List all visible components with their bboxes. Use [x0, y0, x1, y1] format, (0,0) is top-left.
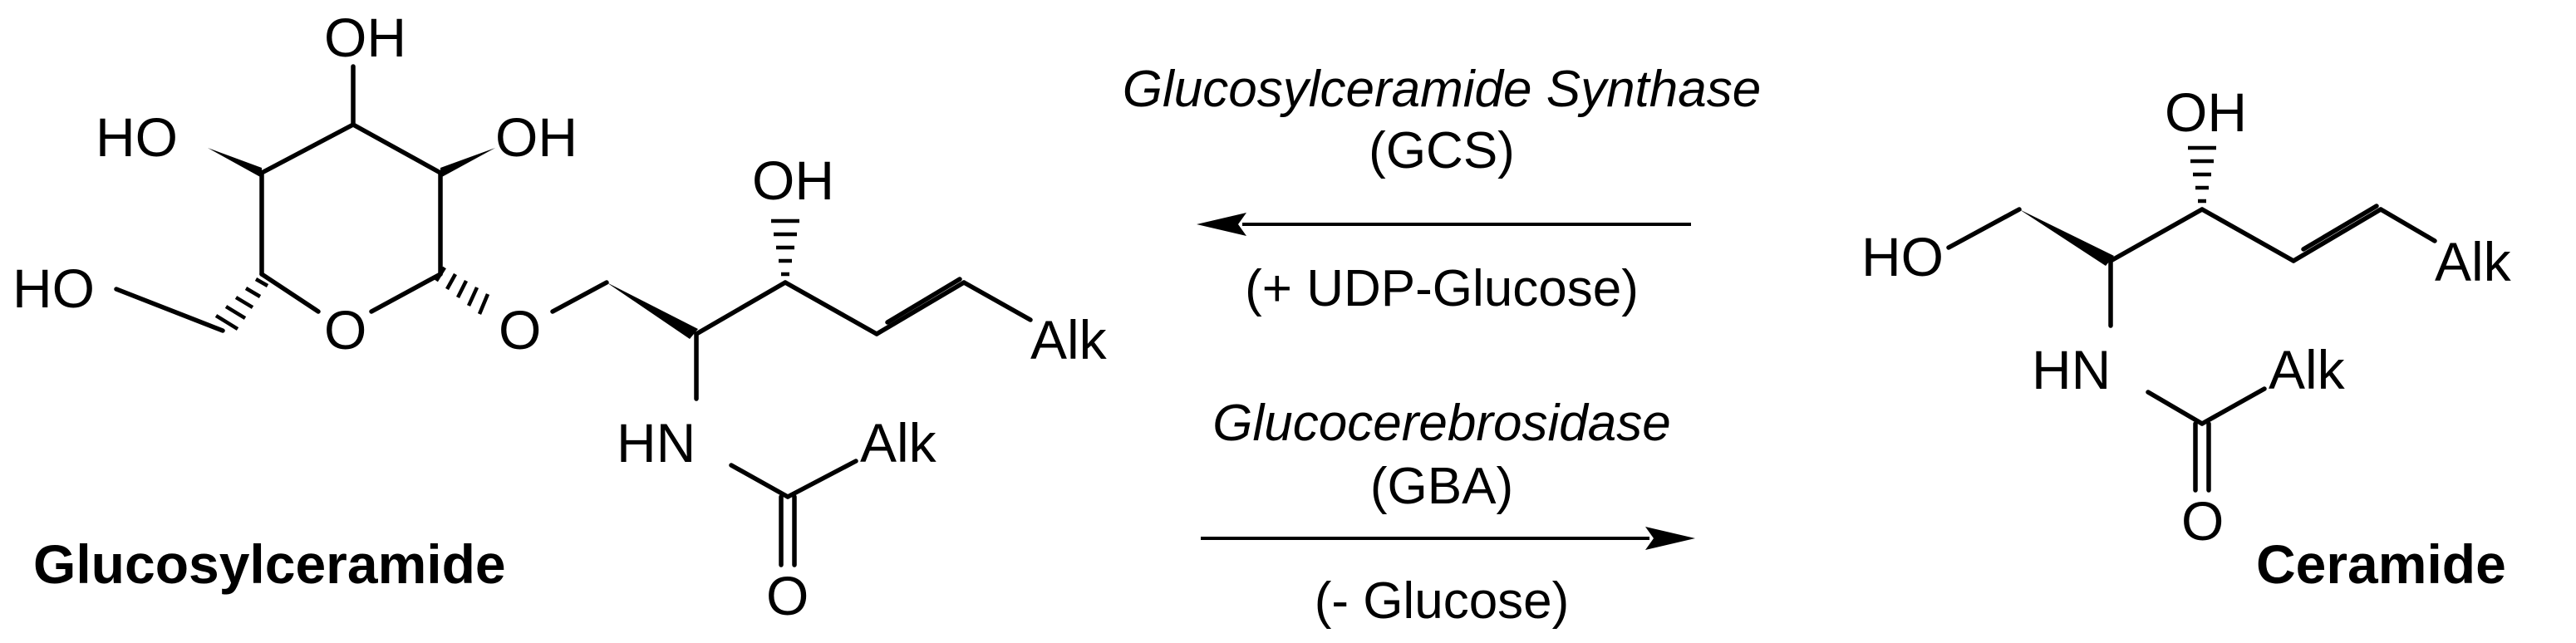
atom-o: O	[766, 565, 809, 626]
atom-hn: HN	[2032, 339, 2111, 400]
ceramide-label: Ceramide	[2256, 533, 2506, 595]
atom-ho: HO	[1861, 226, 1944, 287]
hashed-bond	[214, 277, 269, 331]
atom-oh: OH	[2165, 81, 2247, 143]
hashed-bond	[435, 266, 490, 315]
forward-arrowhead	[1197, 213, 1246, 236]
atom-alk: Alk	[860, 412, 937, 474]
atom-oh: OH	[752, 150, 834, 211]
gcs-abbreviation: (GCS)	[1369, 122, 1515, 179]
reverse-arrowhead	[1645, 527, 1695, 550]
atom-oh: OH	[495, 106, 578, 168]
atom-oh: OH	[324, 7, 406, 68]
gba-cofactor: (- Glucose)	[1315, 572, 1570, 630]
atom-alk: Alk	[2269, 339, 2346, 400]
reverse-arrow-group: Glucocerebrosidase (GBA) (- Glucose)	[1201, 395, 1695, 630]
gba-abbreviation: (GBA)	[1370, 458, 1513, 515]
forward-arrow-group: Glucosylceramide Synthase (GCS) (+ UDP-G…	[1123, 61, 1761, 317]
atom-hn: HN	[617, 412, 696, 474]
gcs-cofactor: (+ UDP-Glucose)	[1245, 260, 1639, 317]
gcs-enzyme-name: Glucosylceramide Synthase	[1123, 61, 1761, 118]
atom-alk: Alk	[2435, 231, 2512, 292]
atom-alk: Alk	[1030, 309, 1108, 371]
hashed-bond	[771, 218, 799, 277]
atom-o: O	[324, 299, 366, 361]
atom-ho: HO	[96, 106, 178, 168]
gba-enzyme-name: Glucocerebrosidase	[1212, 395, 1670, 452]
hashed-bond	[2188, 145, 2216, 204]
glucosylceramide-label: Glucosylceramide	[33, 533, 506, 595]
glucosylceramide-structure: OH HO OH HO O O OH Alk HN Alk O	[12, 7, 1108, 626]
atom-ho: HO	[12, 258, 95, 319]
atom-o: O	[2181, 490, 2224, 552]
atom-o: O	[499, 299, 541, 361]
ceramide-structure: OH HO Alk HN Alk O	[1861, 81, 2512, 552]
